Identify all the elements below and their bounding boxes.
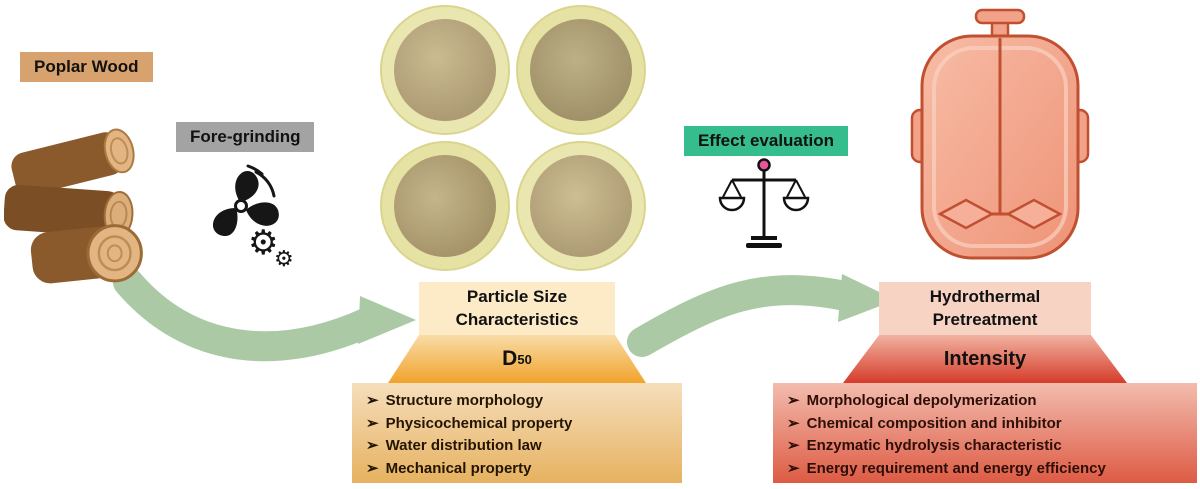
poplar-wood-label: Poplar Wood: [20, 52, 153, 82]
hydrothermal-header: Hydrothermal Pretreatment: [879, 282, 1091, 335]
hydrothermal-title-line2: Pretreatment: [932, 309, 1038, 329]
sample-dish-3: [380, 141, 510, 271]
wood-powder: [530, 19, 632, 121]
particle-size-title-line2: Characteristics: [455, 309, 579, 329]
list-item-label: Energy requirement and energy efficiency: [806, 459, 1106, 477]
grinder-fan-icon: ⚙ ⚙: [212, 164, 294, 268]
arrow-bullet-icon: ➢: [366, 392, 379, 409]
arrow-bullet-icon: ➢: [787, 437, 800, 454]
list-item-label: Morphological depolymerization: [806, 392, 1037, 409]
d50-metric-subscript: 50: [517, 351, 532, 367]
wood-powder: [394, 19, 496, 121]
list-item-label: Water distribution law: [385, 437, 542, 454]
particle-size-header: Particle Size Characteristics: [419, 282, 615, 335]
arrow-bullet-icon: ➢: [366, 437, 379, 454]
intensity-metric: Intensity: [943, 347, 1027, 370]
gear-icon: ⚙: [248, 224, 278, 262]
arrow-bullet-icon: ➢: [787, 392, 800, 409]
list-item: ➢ Morphological depolymerization: [787, 390, 1189, 413]
list-item: ➢ Energy requirement and energy efficien…: [787, 458, 1189, 481]
list-item-label: Enzymatic hydrolysis characteristic: [806, 437, 1062, 454]
list-item-label: Mechanical property: [385, 459, 532, 477]
list-item: ➢ Physicochemical property: [366, 413, 674, 436]
arrow-bullet-icon: ➢: [787, 459, 800, 477]
wood-logs-illustration: [4, 128, 143, 284]
sample-dish-4: [516, 141, 646, 271]
list-item-label: Physicochemical property: [385, 414, 573, 432]
effect-evaluation-label: Effect evaluation: [684, 126, 849, 156]
sample-dish-1: [380, 5, 510, 135]
list-item: ➢ Water distribution law: [366, 435, 674, 458]
hydrothermal-title-line1: Hydrothermal: [929, 287, 1041, 307]
particle-property-list: ➢ Structure morphology ➢ Physicochemical…: [352, 383, 682, 483]
list-item: ➢ Chemical composition and inhibitor: [787, 413, 1189, 436]
arrow-bullet-icon: ➢: [366, 459, 379, 477]
list-item: ➢ Mechanical property: [366, 458, 674, 481]
arrow-bullet-icon: ➢: [787, 414, 800, 432]
arrow-bullet-icon: ➢: [366, 414, 379, 432]
wood-powder: [530, 155, 632, 257]
d50-metric: D: [502, 347, 518, 370]
fore-grinding-label: Fore-grinding: [176, 122, 315, 152]
sample-dish-2: [516, 5, 646, 135]
reactor-vessel-illustration: [910, 8, 1090, 260]
wood-powder: [394, 155, 496, 257]
list-item-label: Chemical composition and inhibitor: [806, 414, 1062, 432]
hydrothermal-effect-list: ➢ Morphological depolymerization ➢ Chemi…: [773, 383, 1197, 483]
balance-scale-icon: [718, 158, 810, 248]
intensity-metric-banner: Intensity: [843, 335, 1127, 383]
particle-size-title-line1: Particle Size: [466, 287, 568, 307]
gear-icon-small: ⚙: [274, 246, 294, 268]
list-item: ➢ Structure morphology: [366, 390, 674, 413]
list-item-label: Structure morphology: [385, 392, 544, 409]
list-item: ➢ Enzymatic hydrolysis characteristic: [787, 435, 1189, 458]
ground-wood-sample-photos: [380, 5, 650, 277]
